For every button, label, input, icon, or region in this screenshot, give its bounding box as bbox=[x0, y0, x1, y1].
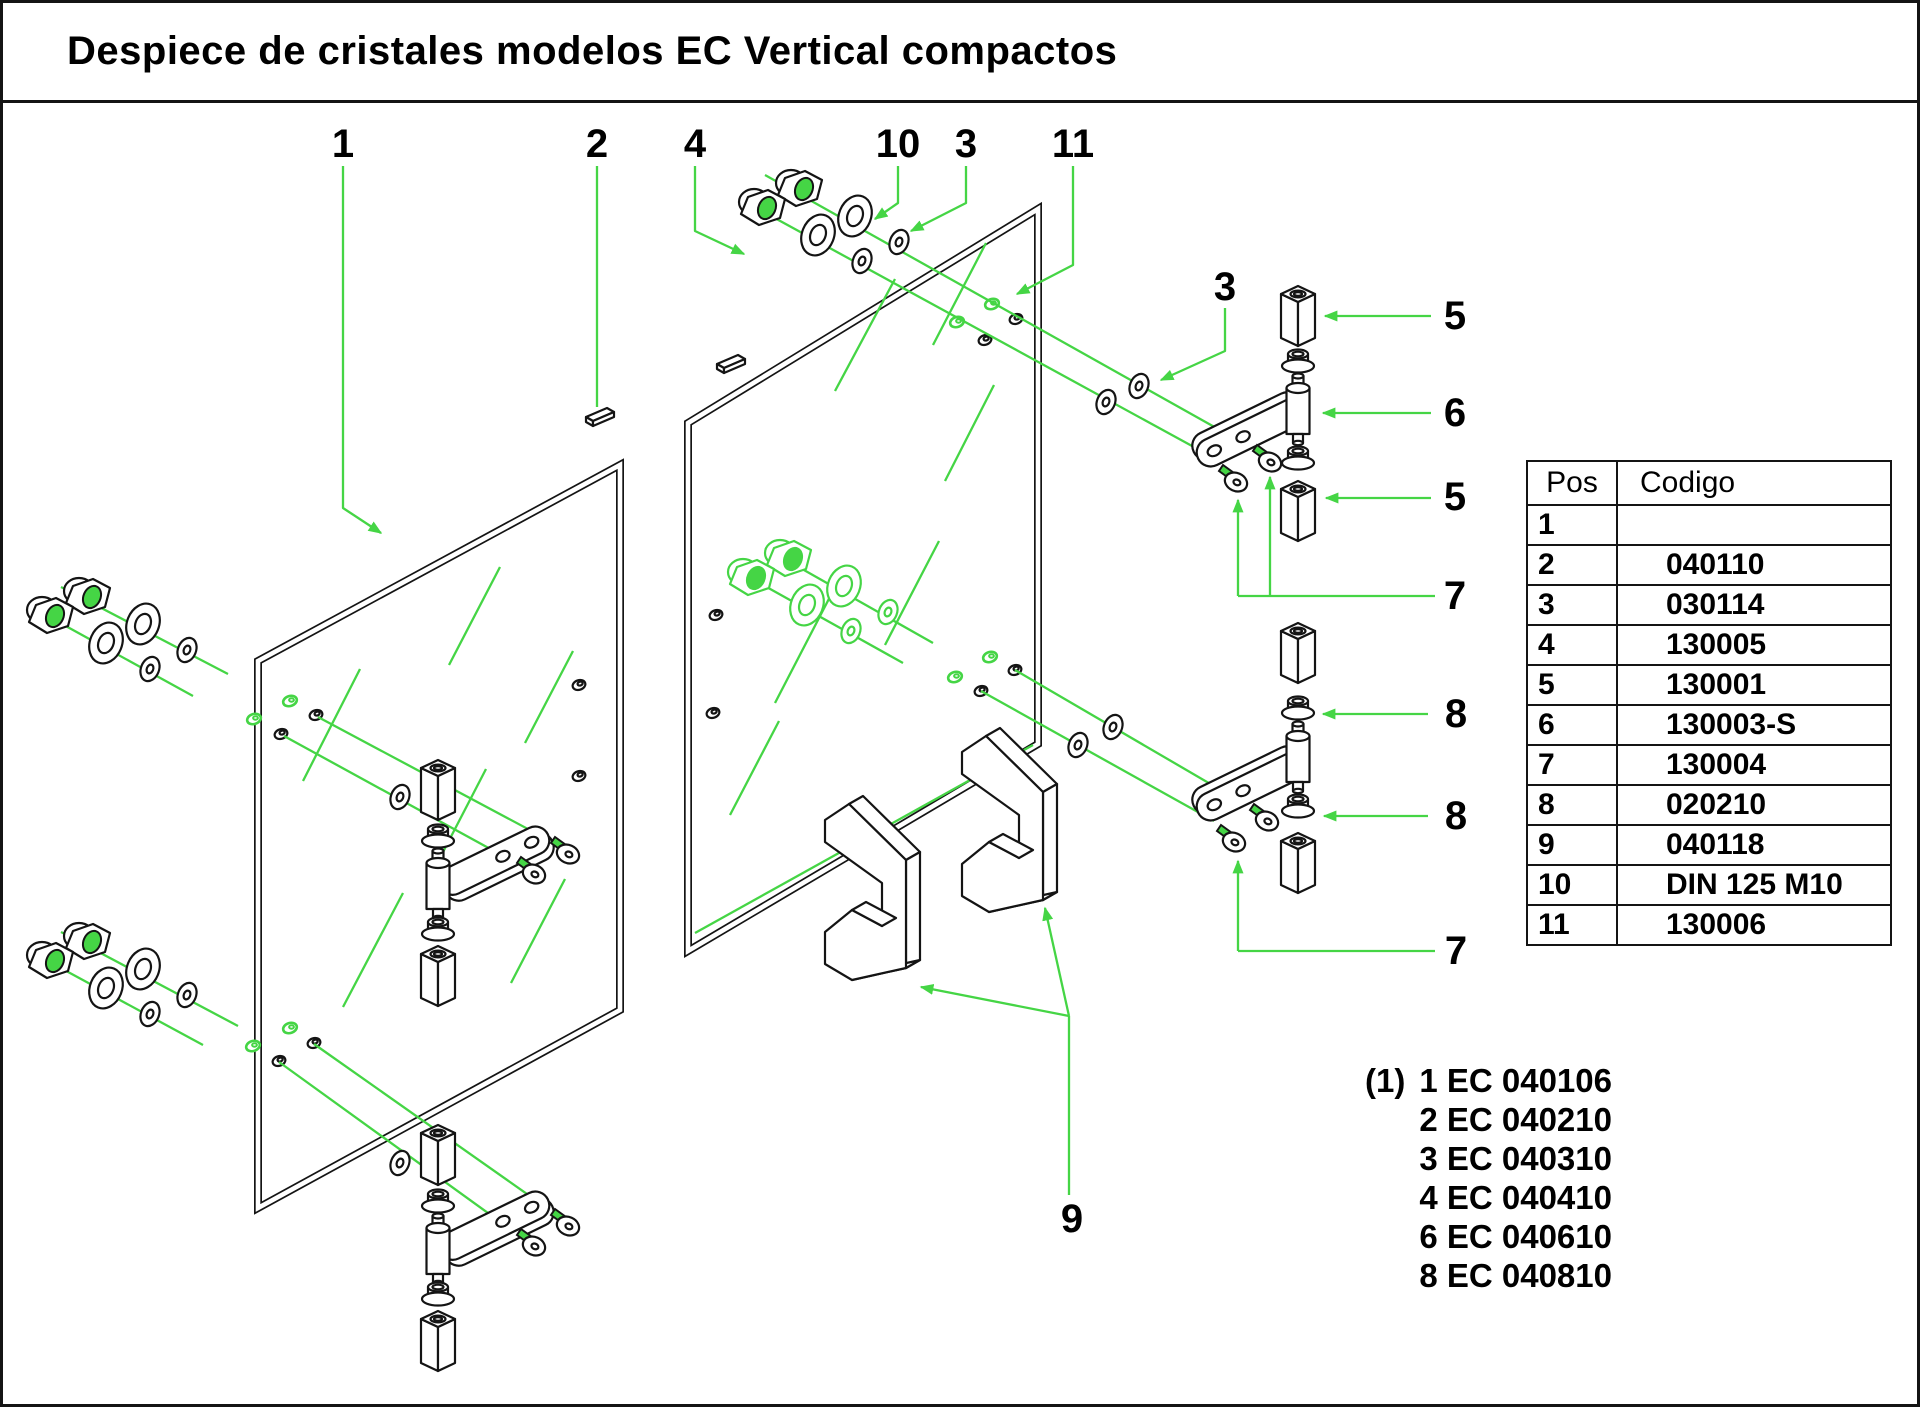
codigo-cell: 130006 bbox=[1616, 904, 1892, 946]
codigo-cell: 020210 bbox=[1616, 784, 1892, 826]
pos-cell: 3 bbox=[1526, 584, 1618, 626]
pos-cell: 1 bbox=[1526, 504, 1618, 546]
callout-8-lower: 8 bbox=[1444, 794, 1468, 838]
model-list-item: 8 EC 040810 bbox=[1419, 1257, 1612, 1294]
callout-1: 1 bbox=[331, 122, 355, 166]
table-row: 1 bbox=[1526, 504, 1892, 546]
model-list-item: 1 EC 040106 bbox=[1419, 1062, 1612, 1099]
codigo-cell: DIN 125 M10 bbox=[1616, 864, 1892, 906]
model-list-item: 2 EC 040210 bbox=[1419, 1101, 1612, 1138]
codigo-cell: 040118 bbox=[1616, 824, 1892, 866]
callout-9: 9 bbox=[1060, 1197, 1084, 1241]
callout-leader-lines bbox=[341, 166, 1435, 1195]
callout-2: 2 bbox=[585, 122, 609, 166]
pos-cell: 9 bbox=[1526, 824, 1618, 866]
edge-clip-right bbox=[715, 353, 747, 375]
model-list-item: 6 EC 040610 bbox=[1419, 1218, 1612, 1255]
pos-cell: 5 bbox=[1526, 664, 1618, 706]
callout-5-lower: 5 bbox=[1443, 475, 1467, 519]
callout-7-upper: 7 bbox=[1443, 574, 1467, 618]
fastener-stack-upper-left bbox=[27, 578, 200, 684]
model-list-prefix: (1) bbox=[1365, 1062, 1406, 1099]
codigo-cell: 130001 bbox=[1616, 664, 1892, 706]
hinge-right-upper bbox=[1091, 284, 1317, 543]
codigo-cell: 030114 bbox=[1616, 584, 1892, 626]
fastener-stack-lower-left bbox=[27, 923, 200, 1029]
callout-7-lower: 7 bbox=[1444, 929, 1468, 973]
drawing-title: Despiece de cristales modelos EC Vertica… bbox=[67, 29, 1118, 73]
callout-8-upper: 8 bbox=[1444, 692, 1468, 736]
callout-4: 4 bbox=[683, 122, 707, 166]
fastener-stack-top bbox=[739, 170, 912, 276]
column-header-pos: Pos bbox=[1526, 460, 1618, 506]
title-bar: Despiece de cristales modelos EC Vertica… bbox=[3, 3, 1917, 103]
pos-cell: 10 bbox=[1526, 864, 1618, 906]
bolt-axis-lines bbox=[32, 173, 1244, 1248]
codigo-cell: 130004 bbox=[1616, 744, 1892, 786]
pos-cell: 8 bbox=[1526, 784, 1618, 826]
pos-cell: 6 bbox=[1526, 704, 1618, 746]
edge-clip-left bbox=[584, 406, 616, 428]
glass-panel-right bbox=[684, 201, 1042, 959]
callout-6: 6 bbox=[1443, 391, 1467, 435]
model-list-item: 3 EC 040310 bbox=[1419, 1140, 1612, 1177]
glass-clamp-bracket-right bbox=[960, 726, 1059, 914]
codigo-cell: 130003-S bbox=[1616, 704, 1892, 746]
model-list: (1) 1 EC 040106 2 EC 040210 3 EC 040310 … bbox=[1365, 1061, 1612, 1295]
column-header-codigo: Codigo bbox=[1616, 460, 1892, 506]
pos-cell: 7 bbox=[1526, 744, 1618, 786]
pos-cell: 2 bbox=[1526, 544, 1618, 586]
pos-cell: 11 bbox=[1526, 904, 1618, 946]
codigo-cell: 130005 bbox=[1616, 624, 1892, 666]
codigo-cell: 040110 bbox=[1616, 544, 1892, 586]
callout-5-upper: 5 bbox=[1443, 294, 1467, 338]
callout-3-top: 3 bbox=[954, 122, 978, 166]
model-list-items: 1 EC 040106 2 EC 040210 3 EC 040310 4 EC… bbox=[1419, 1061, 1612, 1295]
pos-cell: 4 bbox=[1526, 624, 1618, 666]
model-list-item: 4 EC 040410 bbox=[1419, 1179, 1612, 1216]
callout-11: 11 bbox=[1051, 122, 1095, 166]
callout-10: 10 bbox=[875, 122, 921, 166]
table-header-row: Pos Codigo bbox=[1526, 460, 1892, 506]
codigo-cell bbox=[1616, 504, 1892, 546]
exploded-view-diagram bbox=[3, 166, 1435, 1373]
callout-3-right: 3 bbox=[1213, 265, 1237, 309]
